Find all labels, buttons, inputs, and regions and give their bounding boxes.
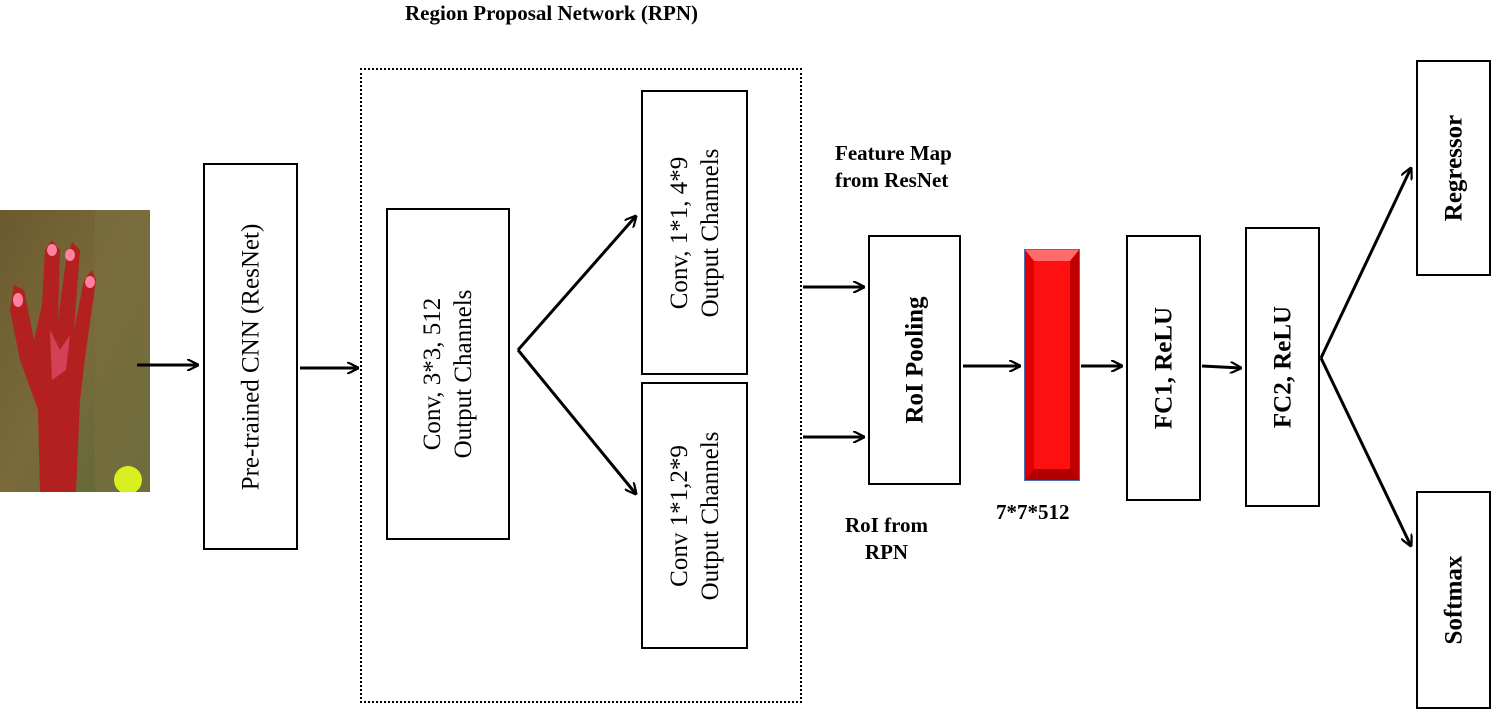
conv3-box: Conv, 3*3, 512 Output Channels xyxy=(386,208,510,540)
input-hand-image xyxy=(0,210,150,492)
feature-tensor xyxy=(1024,249,1080,481)
roi-from-rpn-label: RoI from RPN xyxy=(845,513,929,564)
roi-pooling-box: RoI Pooling xyxy=(868,235,961,485)
arrow-fc2-to-regressor xyxy=(1319,168,1411,359)
fc2-box: FC2, ReLU xyxy=(1245,227,1320,507)
arrow-conv3-to-cls xyxy=(516,349,636,494)
arrow-fc1-to-fc2 xyxy=(1201,366,1241,368)
rpn-title: Region Proposal Network (RPN) xyxy=(405,1,698,25)
arrow-conv3-to-reg xyxy=(516,216,636,351)
softmax-box: Softmax xyxy=(1416,491,1491,709)
arrow-fc2-to-softmax xyxy=(1319,357,1411,546)
conv-cls-box: Conv 1*1,2*9 Output Channels xyxy=(641,382,748,649)
regressor-box: Regressor xyxy=(1416,60,1491,276)
rpn-container xyxy=(360,68,802,703)
tensor-size-label: 7*7*512 xyxy=(996,500,1070,524)
feature-map-label: Feature Map from ResNet xyxy=(835,141,952,192)
conv-reg-box: Conv, 1*1, 4*9 Output Channels xyxy=(641,90,748,375)
cnn-box: Pre-trained CNN (ResNet) xyxy=(203,163,298,550)
fc1-box: FC1, ReLU xyxy=(1126,235,1201,501)
